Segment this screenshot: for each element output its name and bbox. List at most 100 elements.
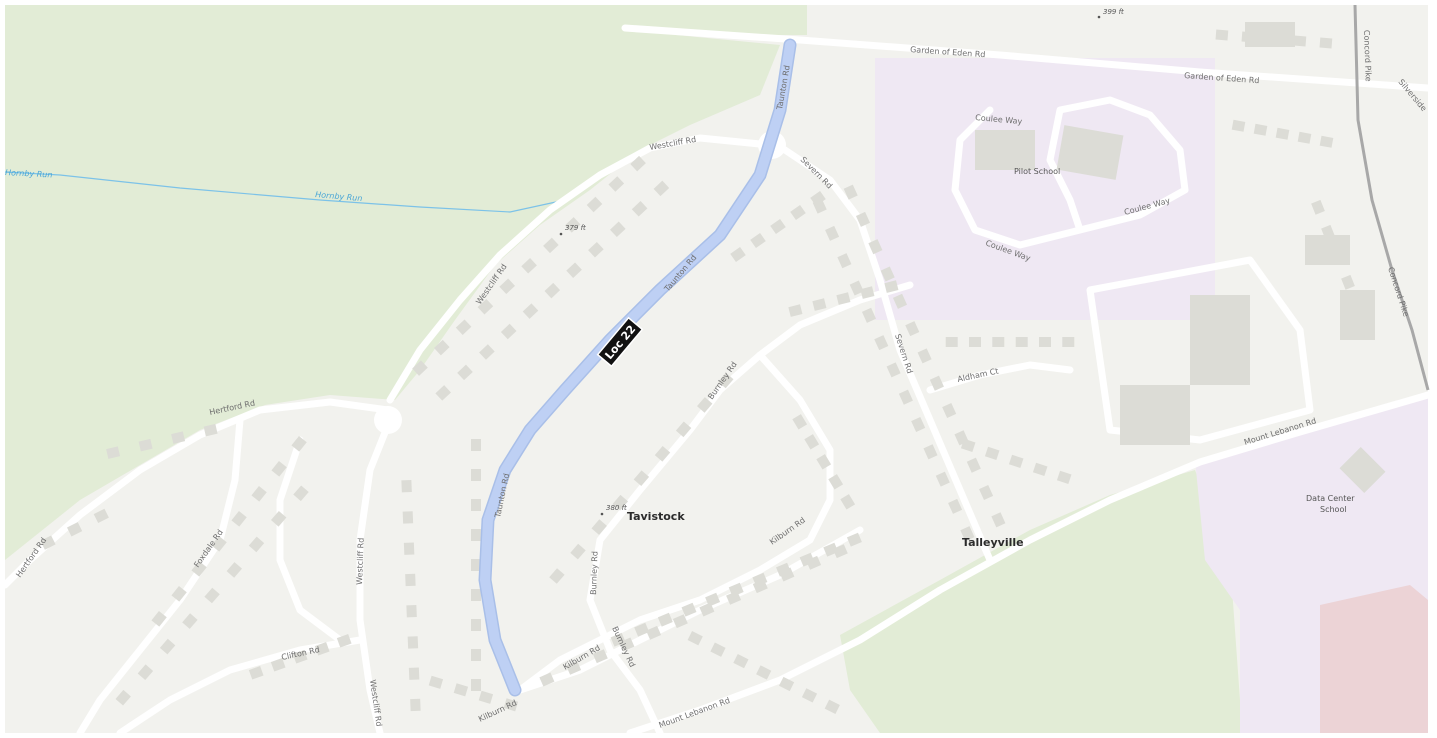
building	[471, 589, 481, 601]
building	[860, 286, 875, 299]
building	[549, 568, 565, 584]
building	[770, 218, 786, 235]
road-mount-lebanon	[626, 391, 1432, 737]
building	[843, 184, 858, 200]
building	[543, 237, 559, 254]
building	[935, 471, 950, 487]
building	[435, 385, 451, 401]
label-data-center-school-line1: Data Center	[1306, 494, 1355, 503]
building	[837, 253, 852, 269]
label-pilot-school: Pilot School	[1014, 167, 1060, 176]
building	[539, 672, 555, 687]
road-hertford	[1, 398, 392, 589]
label-hornby-run: Hornby Run	[5, 168, 53, 179]
road-coulee-way	[951, 96, 1189, 249]
building	[138, 438, 153, 452]
building	[788, 304, 803, 317]
building	[106, 446, 121, 459]
building	[402, 511, 414, 524]
building	[804, 434, 820, 450]
large-building	[1190, 295, 1250, 385]
building	[586, 196, 603, 213]
building	[779, 567, 795, 582]
label-elevation-399: 399 ft	[1103, 8, 1124, 16]
label-data-center-school-line2: School	[1320, 505, 1347, 514]
building	[806, 555, 822, 570]
building	[911, 416, 926, 433]
highlight-badge[interactable]: Loc 22	[596, 316, 644, 368]
building	[730, 246, 746, 263]
building	[182, 613, 198, 629]
building	[251, 485, 267, 502]
building	[812, 298, 827, 311]
building	[861, 307, 877, 323]
building	[151, 610, 167, 627]
building	[966, 457, 981, 473]
building	[270, 658, 286, 672]
building	[211, 535, 227, 552]
building	[408, 667, 420, 680]
building	[886, 362, 901, 378]
building	[314, 642, 330, 656]
building	[471, 439, 481, 451]
large-building	[1305, 235, 1350, 265]
label-talleyville: Talleyville	[962, 536, 1024, 549]
building	[874, 335, 889, 351]
building	[905, 321, 920, 337]
building	[756, 665, 772, 680]
highlight-badge-background	[596, 316, 644, 368]
building	[566, 660, 582, 675]
building	[503, 698, 519, 712]
building	[566, 262, 582, 278]
building	[500, 323, 517, 340]
building	[828, 474, 844, 490]
building	[455, 319, 472, 335]
building	[942, 402, 957, 419]
label-coulee-way: Coulee Way	[975, 113, 1023, 126]
building	[471, 499, 481, 511]
building	[591, 519, 607, 535]
building	[840, 494, 856, 510]
building	[40, 535, 56, 550]
building	[672, 614, 688, 629]
pilot-school-grounds	[875, 58, 1215, 320]
label-concord-pike: Concord Pike	[1362, 30, 1373, 82]
building	[407, 636, 419, 649]
building	[248, 666, 264, 680]
building	[428, 675, 444, 689]
road-garden-of-eden	[621, 24, 1432, 92]
building	[248, 536, 265, 553]
elevation-labels: 379 ft 380 ft 399 ft	[559, 8, 1124, 516]
building	[750, 232, 766, 249]
roundabout-west	[374, 406, 402, 434]
road-westcliff-south	[356, 416, 394, 737]
road-inner-loop	[276, 436, 344, 644]
building	[292, 650, 308, 664]
building	[633, 470, 650, 487]
label-westcliff-rd-3: Westcliff Rd	[355, 538, 366, 585]
building	[1341, 274, 1355, 290]
large-building	[1245, 22, 1295, 47]
building	[880, 266, 895, 282]
building	[522, 303, 539, 319]
building	[93, 508, 109, 524]
large-building	[1340, 290, 1375, 340]
building	[570, 543, 586, 560]
building	[945, 337, 958, 347]
building	[336, 634, 352, 648]
building	[681, 602, 697, 617]
building	[960, 438, 976, 453]
building	[992, 337, 1005, 347]
building	[1062, 337, 1075, 347]
building	[823, 542, 839, 557]
building	[657, 612, 673, 627]
building	[816, 454, 832, 470]
building	[1231, 119, 1246, 132]
building	[718, 372, 734, 389]
building	[824, 699, 840, 714]
building	[171, 431, 186, 444]
road-westcliff-north	[386, 134, 774, 404]
highlight-route-taunton[interactable]	[479, 40, 795, 695]
building	[790, 204, 806, 221]
